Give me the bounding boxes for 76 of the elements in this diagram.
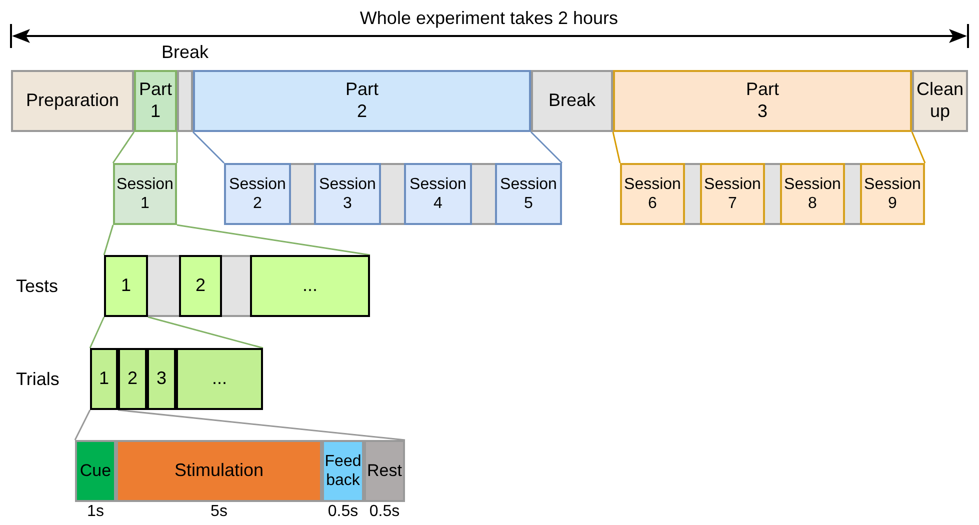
break-box	[845, 163, 860, 225]
box-label: Rest	[367, 460, 402, 482]
duration-label: 0.5s	[369, 502, 400, 522]
break-box	[685, 163, 700, 225]
box-label: 1	[98, 368, 109, 390]
duration-label: 0.5s	[328, 502, 358, 522]
process-box	[193, 70, 531, 132]
process-box	[113, 163, 177, 225]
box-label: 3	[156, 368, 166, 390]
process-box	[620, 163, 685, 225]
zoom-connector-line	[176, 224, 370, 256]
box-label: Break	[548, 90, 596, 112]
box-label: Clean up	[915, 79, 965, 123]
box-label: Feed back	[324, 452, 362, 490]
box-label: 2	[127, 368, 138, 390]
duration-label: 1s	[87, 502, 104, 522]
process-box	[104, 255, 148, 317]
break-box	[222, 255, 250, 317]
box-label: Session 8	[783, 174, 842, 214]
box-label: Session 9	[863, 174, 922, 214]
break-box	[765, 163, 780, 225]
process-box	[860, 163, 925, 225]
zoom-connector-line	[148, 316, 264, 349]
box-label: Session 1	[116, 174, 174, 214]
zoom-connector-line	[530, 131, 563, 164]
process-box	[11, 70, 134, 132]
process-box	[176, 348, 263, 410]
box-label: Session 7	[703, 174, 762, 214]
box-label: Session 3	[318, 174, 377, 214]
zoom-connector-line	[612, 132, 621, 164]
process-box	[531, 70, 613, 132]
box-label: ...	[302, 275, 318, 297]
process-box	[404, 163, 472, 225]
break-label: Break	[161, 42, 209, 64]
box-label: Session 5	[499, 174, 558, 214]
box-label: Stimulation	[174, 460, 264, 482]
process-box	[780, 163, 845, 225]
zoom-connector-line	[118, 409, 406, 441]
break-box	[472, 163, 495, 225]
zoom-connector-line	[103, 224, 114, 256]
process-box	[179, 255, 222, 317]
process-box	[700, 163, 765, 225]
break-box	[148, 255, 179, 317]
dimension-label: Whole experiment takes 2 hours	[360, 8, 618, 29]
box-label: 1	[120, 275, 131, 297]
process-box	[495, 163, 562, 225]
box-label: Preparation	[26, 90, 120, 112]
row-label: Tests	[16, 276, 58, 297]
process-box	[134, 70, 177, 132]
zoom-connector-line	[112, 132, 135, 164]
box-label: Cue	[80, 460, 112, 482]
process-box	[147, 348, 176, 410]
process-box	[314, 163, 381, 225]
break-box	[381, 163, 404, 225]
process-box	[912, 70, 968, 132]
process-box	[613, 70, 912, 132]
box-label: ...	[212, 368, 227, 390]
zoom-connector-line	[176, 132, 178, 163]
box-label: Session 4	[408, 174, 468, 214]
zoom-connector-line	[911, 132, 926, 164]
zoom-connector-line	[74, 410, 91, 440]
process-box	[90, 348, 118, 410]
process-box	[250, 255, 370, 317]
box-label: 2	[195, 275, 206, 297]
process-box	[118, 348, 147, 410]
zoom-connector-line	[89, 316, 105, 348]
box-label: Part 2	[344, 79, 380, 123]
box-label: Part 3	[744, 79, 780, 123]
zoom-connector-line	[192, 131, 225, 164]
process-box	[224, 163, 291, 225]
box-label: Session 6	[623, 174, 682, 214]
break-box	[291, 163, 314, 225]
row-label: Trials	[16, 369, 60, 390]
box-label: Session 2	[228, 174, 287, 214]
duration-label: 5s	[210, 502, 228, 522]
box-label: Part 1	[138, 79, 173, 123]
